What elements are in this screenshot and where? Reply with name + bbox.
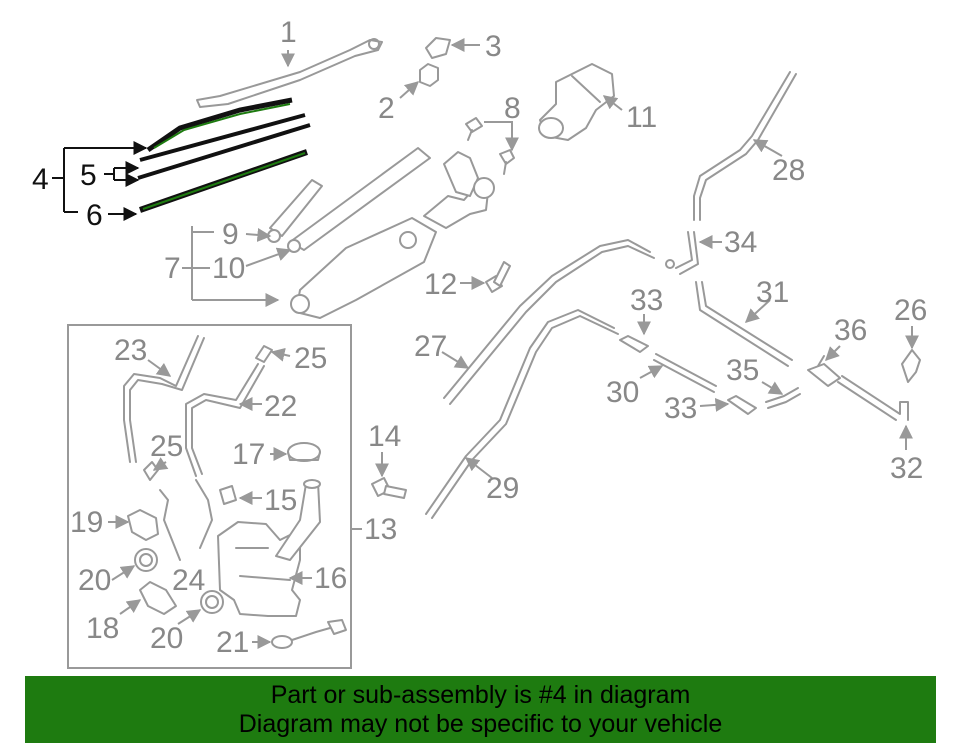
callout-4: 4 [32,163,49,196]
callout-12: 12 [424,268,457,301]
linkage-bolt-part [485,261,511,293]
diagram-notice-banner: Part or sub-assembly is #4 in diagram Di… [25,676,936,743]
callout-33-upper: 33 [630,284,663,317]
callout-35: 35 [726,354,759,387]
pump-grommet-upper-part [134,548,158,572]
callout-11: 11 [626,101,657,134]
callout-6: 6 [86,199,103,232]
wiper-blade-assembly-part [137,97,311,213]
callout-1: 1 [280,16,297,49]
callout-15: 15 [264,484,297,517]
callout-22: 22 [264,390,297,423]
washer-hose-27-part [443,239,651,399]
washer-pump-front-part [127,509,159,541]
hose-connector-33-upper-part [619,335,649,353]
callout-16: 16 [314,562,347,595]
callout-32: 32 [890,452,923,485]
callout-2: 2 [378,92,395,125]
cover-cap-part [425,37,451,59]
callout-18: 18 [86,612,119,645]
washer-hose-22-part [185,363,259,477]
callout-5: 5 [80,159,97,192]
washer-hose-30-part [655,353,717,387]
callout-24: 24 [172,564,205,597]
callout-25-upper: 25 [294,342,327,375]
fluid-level-sensor-part [271,619,347,649]
reservoir-assembly-box [67,324,352,669]
callout-19: 19 [70,506,103,539]
callout-28: 28 [772,154,805,187]
callout-14: 14 [368,420,401,453]
washer-hose-29-part [425,309,615,515]
callout-30: 30 [606,376,639,409]
washer-pump-rear-part [139,581,177,615]
washer-hose-28-part [693,71,791,221]
callout-33-lower: 33 [664,392,697,425]
washer-hose-23-part [123,335,199,463]
callout-31: 31 [756,276,789,309]
wiper-arm-part [196,38,383,108]
callout-23: 23 [114,334,147,367]
washer-hose-31-part [701,281,793,361]
callout-27: 27 [414,330,447,363]
bolt-part [465,117,515,175]
hose-tee-connector-part [807,355,841,387]
pivot-cap-part [419,63,439,87]
callout-9: 9 [222,218,239,251]
banner-line-1: Part or sub-assembly is #4 in diagram [270,681,691,709]
callout-bracket-4 [52,141,148,221]
washer-hose-24-part [159,479,213,561]
callout-8: 8 [504,92,521,125]
hose-connector-25-upper-part [255,345,273,363]
reservoir-clip-part [219,485,237,505]
wiper-linkage-part [290,151,495,319]
pump-grommet-lower-part [200,590,224,614]
washer-hose-32-part [841,375,909,421]
hose-connector-25-lower-part [143,461,159,481]
reservoir-bolt-part [371,477,407,499]
callout-34: 34 [724,226,757,259]
callout-10: 10 [212,252,245,285]
washer-nozzle-part [901,349,921,383]
wiper-link-long-part [287,147,431,253]
callout-20-upper: 20 [78,564,111,597]
callout-36: 36 [834,314,867,347]
callout-25-lower: 25 [150,430,183,463]
banner-line-2: Diagram may not be specific to your vehi… [238,710,723,738]
callout-20-lower: 20 [150,622,183,655]
callout-13: 13 [364,513,397,546]
callout-29: 29 [486,472,519,505]
hose-elbow-connector-part [665,231,699,275]
wiper-motor-part [538,63,615,141]
callout-21: 21 [216,626,249,659]
reservoir-cap-part [287,442,321,462]
hose-connector-33-lower-part [727,395,757,415]
washer-hose-35-part [765,387,799,403]
callout-17: 17 [232,438,265,471]
washer-reservoir-tank-part [217,479,321,617]
wiper-washer-parts-diagram: 1 4 5 6 2 3 8 [32,16,927,669]
callout-3: 3 [485,30,502,63]
callout-26: 26 [894,294,927,327]
callout-7: 7 [164,252,181,285]
